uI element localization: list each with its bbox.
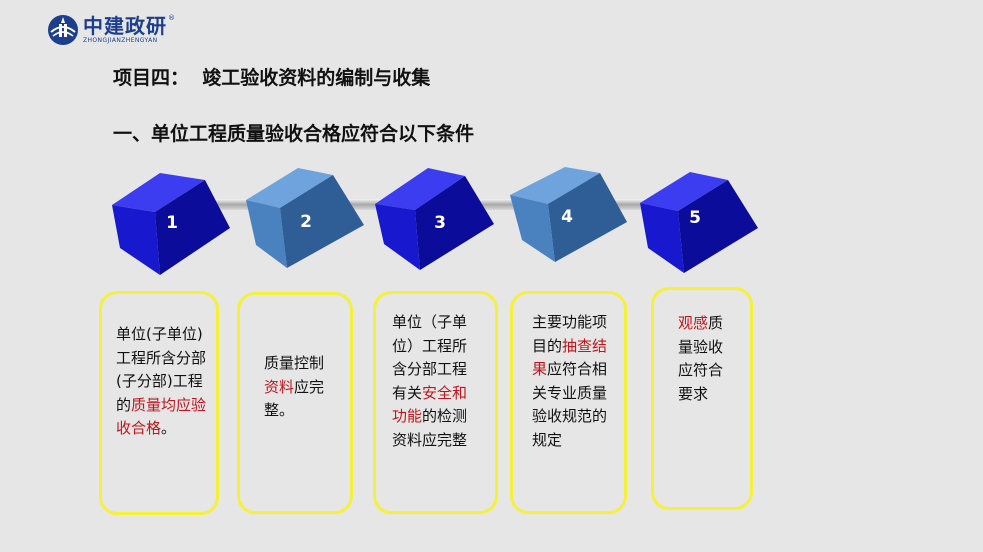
condition-card-3: 单位（子单位）工程所含分部工程有关安全和功能的检测资料应完整	[373, 291, 498, 514]
logo-name: 中建政研	[83, 14, 167, 38]
condition-text-2: 质量控制资料应完整。	[264, 354, 325, 419]
section-subtitle: 一、单位工程质量验收合格应符合以下条件	[113, 123, 475, 145]
condition-card-2: 质量控制资料应完整。	[237, 292, 353, 514]
step-number-1: 1	[166, 213, 178, 233]
step-cube-1: 1	[112, 173, 230, 275]
logo-registered-mark: ®	[168, 14, 175, 22]
step-cube-3: 3	[375, 168, 494, 270]
condition-card-4: 主要功能项目的抽查结果应符合相关专业质量验收规范的规定	[510, 291, 627, 514]
step-number-2: 2	[300, 212, 312, 232]
page-title: 项目四： 竣工验收资料的编制与收集	[113, 67, 431, 89]
step-cube-4: 4	[510, 167, 627, 262]
company-logo: 中建政研 ZHONGJIANZHENGYAN	[47, 14, 167, 46]
logo-emblem-icon	[48, 15, 78, 45]
condition-text-3: 单位（子单位）工程所含分部工程有关安全和功能的检测资料应完整	[392, 313, 468, 449]
condition-card-5: 观感质量验收应符合要求	[651, 287, 753, 510]
step-number-3: 3	[434, 213, 446, 233]
condition-card-1: 单位(子单位)工程所含分部(子分部)工程的质量均应验收合格。	[99, 291, 219, 515]
condition-text-5: 观感质量验收应符合要求	[678, 314, 724, 403]
condition-text-1: 单位(子单位)工程所含分部(子分部)工程的质量均应验收合格。	[116, 325, 207, 437]
step-number-4: 4	[561, 207, 573, 227]
step-cube-chain: 1 2 3 4 5	[112, 167, 758, 275]
step-cube-2: 2	[246, 168, 364, 268]
step-cube-5: 5	[640, 172, 758, 273]
logo-name-en: ZHONGJIANZHENGYAN	[83, 37, 158, 44]
condition-text-4: 主要功能项目的抽查结果应符合相关专业质量验收规范的规定	[532, 313, 608, 449]
step-number-5: 5	[689, 208, 701, 228]
